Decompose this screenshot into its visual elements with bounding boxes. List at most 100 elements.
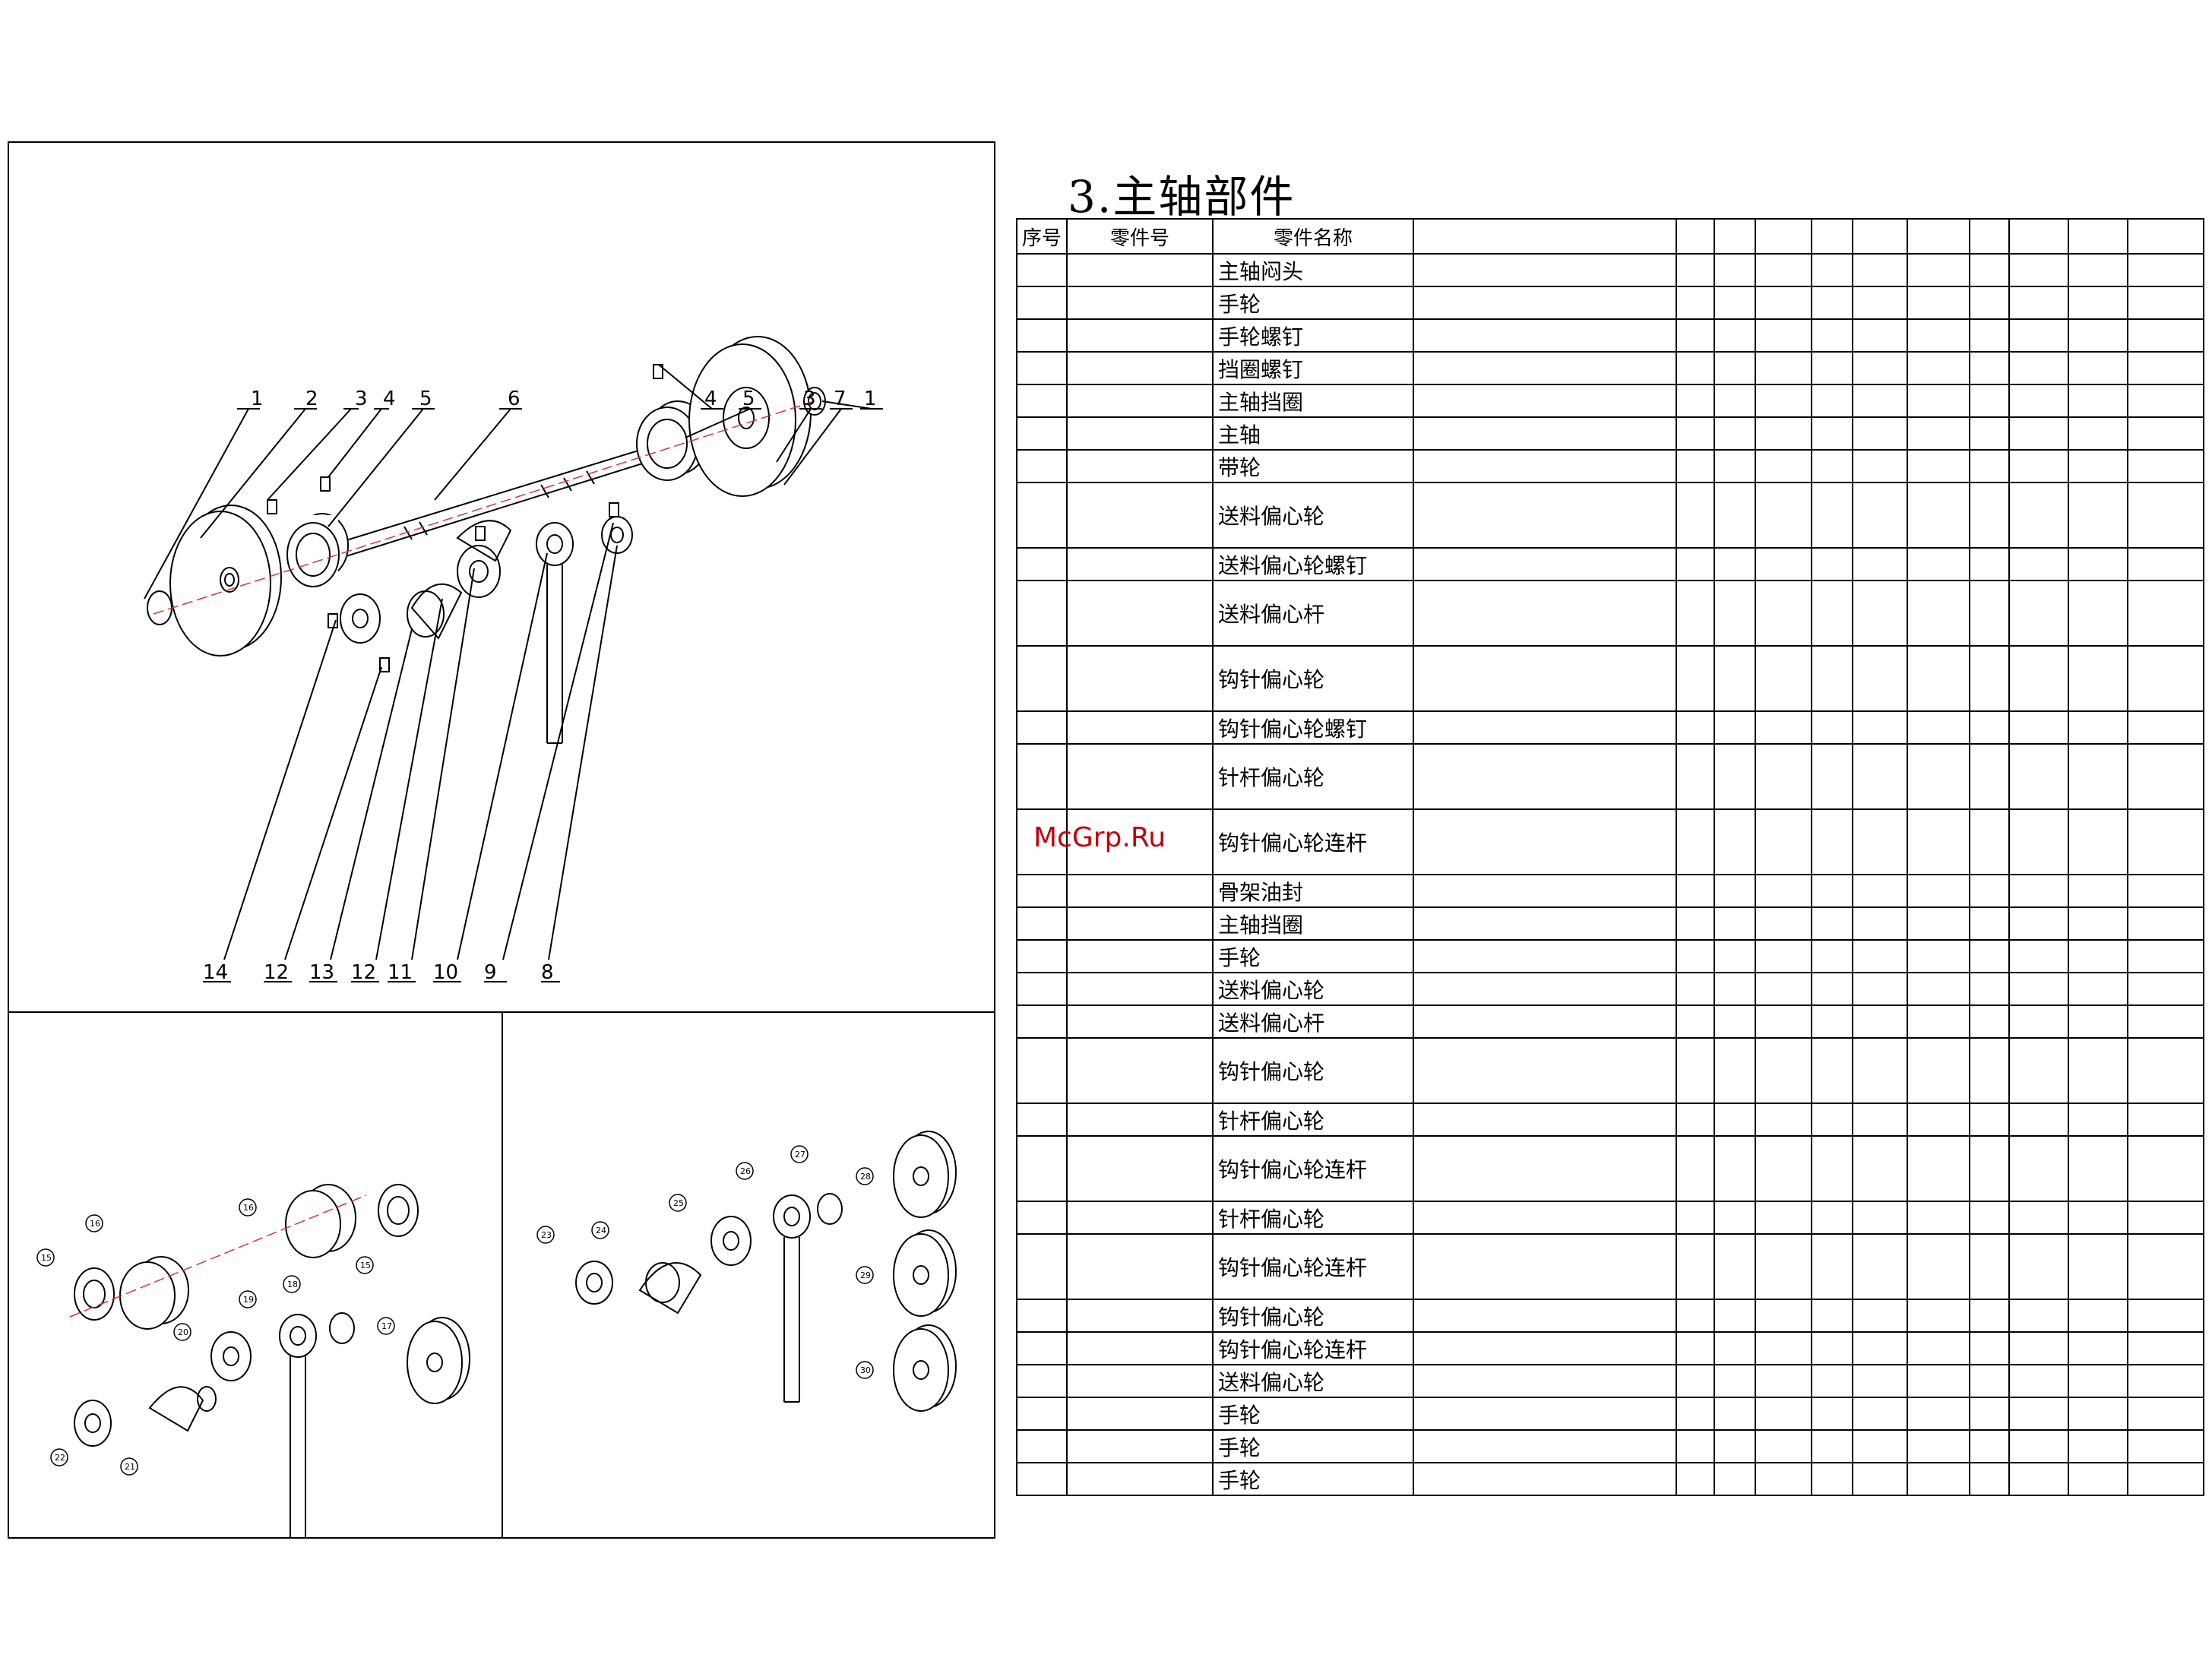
table-cell	[2008, 449, 2069, 483]
table-row: 钩针偏心轮连杆	[1016, 1135, 2204, 1202]
table-cell	[2068, 547, 2128, 581]
table-cell	[1755, 1331, 1812, 1365]
table-cell	[1676, 253, 1715, 287]
table-cell	[1755, 1462, 1812, 1496]
table-cell	[1811, 384, 1853, 418]
table-cell	[1066, 1037, 1214, 1104]
table-cell	[2127, 906, 2204, 941]
table-cell	[1676, 547, 1715, 581]
table-cell	[1413, 972, 1677, 1006]
table-cell	[1969, 710, 2010, 745]
table-cell	[1852, 482, 1908, 549]
table-cell	[1413, 1037, 1677, 1104]
table-cell	[2008, 972, 2069, 1006]
table-cell	[1852, 710, 1908, 745]
table-cell	[1016, 743, 1068, 810]
table-cell	[2127, 253, 2204, 287]
table-cell	[1413, 939, 1677, 973]
part-name-cell: 针杆偏心轮	[1212, 1201, 1414, 1235]
table-cell	[1969, 1135, 2010, 1202]
table-cell	[1852, 808, 1908, 875]
table-cell	[1016, 1201, 1068, 1235]
table-cell	[1907, 972, 1970, 1006]
table-cell	[1852, 1397, 1908, 1431]
part-name-cell: 钩针偏心轮	[1212, 645, 1414, 712]
table-row: 骨架油封	[1016, 874, 2204, 908]
table-row: 钩针偏心轮连杆	[1016, 808, 2204, 875]
table-cell	[1066, 580, 1214, 647]
table-cell	[1755, 972, 1812, 1006]
table-cell	[1755, 1201, 1812, 1235]
table-cell	[2008, 743, 2069, 810]
label-part-28: 28	[860, 1172, 871, 1182]
table-cell	[1852, 416, 1908, 451]
table-cell	[2127, 1005, 2204, 1039]
label-part-3-left: 3	[355, 388, 368, 410]
label-part-12b: 12	[351, 961, 376, 984]
table-cell	[2008, 939, 2069, 973]
table-cell	[1811, 645, 1853, 712]
table-cell	[1676, 1429, 1715, 1463]
table-cell	[1811, 286, 1853, 320]
table-cell	[1714, 1005, 1756, 1039]
label-part-10: 10	[433, 961, 458, 984]
table-cell	[2008, 286, 2069, 320]
table-cell	[2008, 580, 2069, 647]
table-cell	[1811, 1201, 1853, 1235]
label-part-12a: 12	[264, 961, 289, 984]
part-name-cell: 送料偏心杆	[1212, 580, 1414, 647]
table-cell	[1811, 743, 1853, 810]
table-cell	[2068, 449, 2128, 483]
table-cell	[2068, 384, 2128, 418]
table-cell	[2068, 1103, 2128, 1137]
table-cell	[1907, 580, 1970, 647]
table-cell	[2068, 972, 2128, 1006]
table-cell	[2008, 1397, 2069, 1431]
label-part-27: 27	[795, 1150, 805, 1160]
table-cell	[1755, 874, 1812, 908]
table-cell	[1907, 1233, 1970, 1300]
table-cell	[2068, 1201, 2128, 1235]
table-cell	[1066, 874, 1214, 908]
table-cell	[1066, 482, 1214, 549]
table-cell	[1016, 906, 1068, 941]
table-cell	[2008, 645, 2069, 712]
table-cell	[1676, 351, 1715, 385]
table-cell	[1066, 449, 1214, 483]
table-cell	[1969, 253, 2010, 287]
table-cell	[1907, 1135, 1970, 1202]
table-cell	[1714, 1462, 1756, 1496]
parts-table: 序号 零件号 零件名称 主轴闷头手轮手轮螺钉挡圈螺钉主轴挡圈主轴带轮送料偏心轮送…	[1016, 218, 2204, 1496]
table-cell	[1907, 906, 1970, 941]
table-cell	[1852, 547, 1908, 581]
table-cell	[1016, 1135, 1068, 1202]
table-cell	[1755, 580, 1812, 647]
table-cell	[1413, 1005, 1677, 1039]
table-header-row: 序号 零件号 零件名称	[1016, 218, 2204, 255]
table-cell	[1811, 1005, 1853, 1039]
table-cell	[1413, 743, 1677, 810]
table-cell	[1413, 1331, 1677, 1365]
table-cell	[1413, 1201, 1677, 1235]
table-cell	[2127, 1462, 2204, 1496]
label-part-16b: 16	[243, 1203, 254, 1213]
table-cell	[1714, 416, 1756, 451]
table-cell	[1714, 1331, 1756, 1365]
table-cell	[1676, 939, 1715, 973]
table-cell	[1714, 1201, 1756, 1235]
table-cell	[1066, 743, 1214, 810]
table-cell	[1969, 874, 2010, 908]
part-name-cell: 主轴闷头	[1212, 253, 1414, 287]
table-cell	[1016, 710, 1068, 745]
table-cell	[1852, 1364, 1908, 1398]
label-part-19: 19	[243, 1295, 254, 1305]
bearing-variant-diagram: 15 16 16 15 19 18 17 20 21 22	[36, 1184, 470, 1537]
table-cell	[1852, 874, 1908, 908]
label-part-30: 30	[860, 1365, 871, 1375]
table-cell	[2068, 1299, 2128, 1333]
table-cell	[1969, 416, 2010, 451]
table-cell	[1413, 906, 1677, 941]
table-cell	[1066, 710, 1214, 745]
table-cell	[1852, 384, 1908, 418]
table-cell	[1969, 1397, 2010, 1431]
